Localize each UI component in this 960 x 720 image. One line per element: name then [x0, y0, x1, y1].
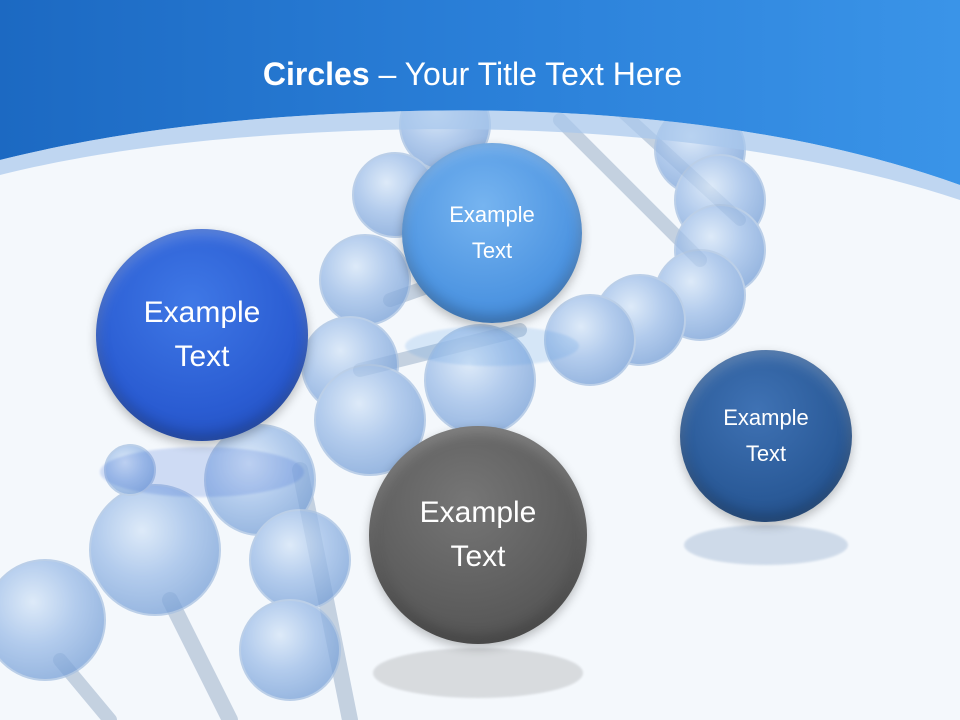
- circle-text-line1: Example: [723, 405, 809, 430]
- circle-text-line1: Example: [419, 496, 537, 529]
- header-curve-highlight: [0, 110, 960, 200]
- circle-text-line2: Text: [174, 340, 230, 373]
- header-band: [0, 0, 960, 185]
- circle-text-line1: Example: [143, 296, 261, 329]
- title-bold: Circles: [262, 56, 370, 92]
- circle-reflection: [405, 326, 579, 366]
- title-rest: – Your Title Text Here: [369, 56, 683, 92]
- circle-reflection: [684, 525, 848, 565]
- slide-title: Circles – Your Title Text Here: [0, 52, 945, 96]
- dna-beads: [0, 79, 766, 701]
- circle-text-line2: Text: [471, 238, 513, 263]
- circle-text-line2: Text: [745, 441, 787, 466]
- circle-reflection: [373, 648, 583, 698]
- circle-text-line2: Text: [450, 540, 506, 573]
- circle-reflection: [100, 447, 304, 497]
- circle-text-line1: Example: [449, 202, 535, 227]
